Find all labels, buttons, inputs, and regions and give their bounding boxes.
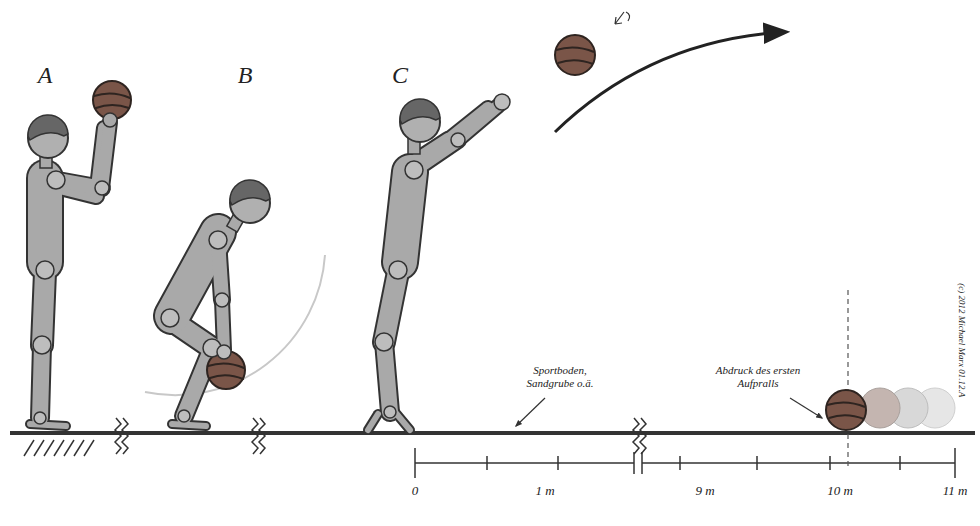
landed-ball [826,390,866,430]
leader-line [516,398,545,426]
scale-number: 9 m [695,484,714,499]
leader-line [790,398,822,418]
trajectory-arrow [555,32,785,132]
ground-line [10,431,975,435]
scale-number: 11 m [943,484,968,499]
phase-letter: C [392,62,408,90]
scale-number: 10 m [827,484,853,499]
phase-letter: B [238,62,253,90]
distance-scale [415,448,955,478]
figure-c [368,94,510,430]
figure-b [161,180,270,426]
scale-number: 0 [412,484,419,499]
scale-number: 1 m [535,484,554,499]
swing-arc [145,255,325,395]
phase-letter: A [38,62,53,90]
surface-note: Sportboden, Sandgrube o.ä. [512,364,608,389]
figure-a [28,81,131,426]
landing-mark-line [847,290,848,470]
ground-hatch [24,440,94,456]
copyright-note: (c) 2012 Michael Marx 01.12.A [957,283,967,397]
impact-note: Abdruck des ersten Aufpralls [712,364,804,389]
flying-ball [555,12,630,75]
ghost-balls [860,388,955,428]
break-mark [115,418,646,454]
